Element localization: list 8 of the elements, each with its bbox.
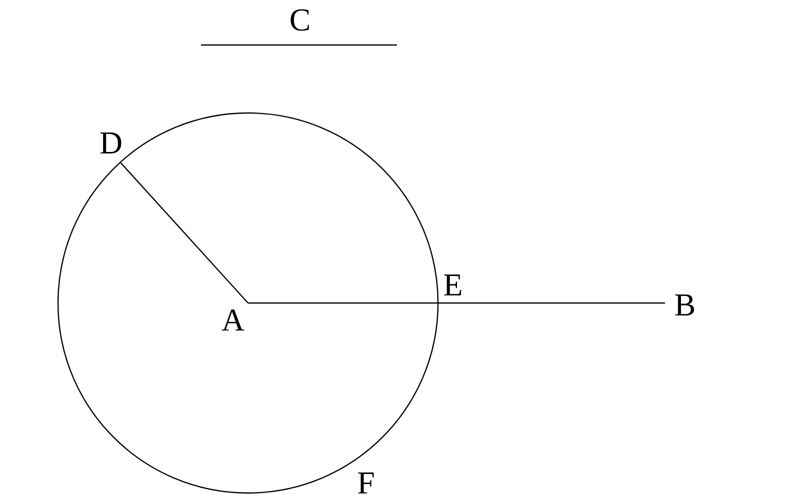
point-label: B: [675, 294, 694, 316]
line: [248, 302, 665, 304]
point-label: D: [100, 132, 122, 154]
point-label: E: [444, 274, 462, 296]
point-label: F: [358, 472, 374, 494]
point-label: C: [290, 9, 309, 31]
line: [120, 162, 248, 304]
point-label: A: [222, 309, 244, 331]
